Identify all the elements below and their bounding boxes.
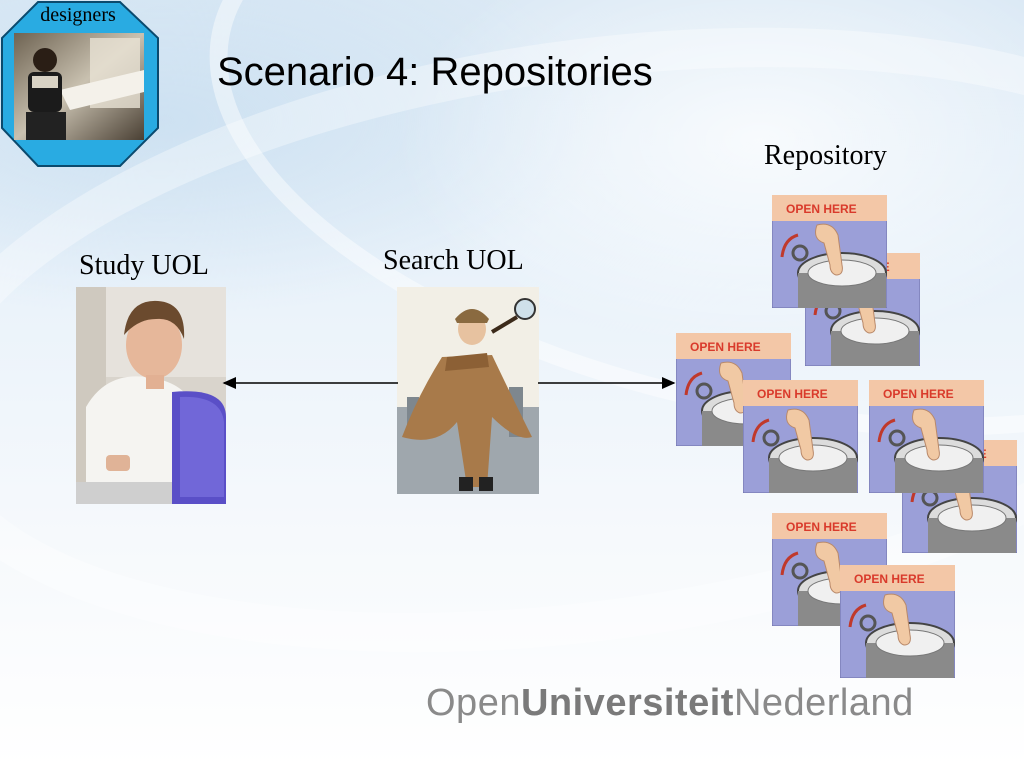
repository-label: Repository (764, 140, 887, 171)
repository-cover: OPEN HERE (840, 565, 955, 678)
student-photo (76, 287, 226, 504)
designers-badge: designers (0, 0, 160, 168)
svg-text:OPEN HERE: OPEN HERE (786, 520, 857, 534)
wordmark-nederland: Nederland (733, 682, 914, 724)
repository-cover: OPEN HERE (772, 195, 887, 308)
svg-text:OPEN HERE: OPEN HERE (690, 340, 761, 354)
wordmark-universiteit: Universiteit (520, 682, 734, 724)
svg-text:OPEN HERE: OPEN HERE (854, 572, 925, 586)
wordmark-open: Open (426, 682, 521, 724)
slide-title: Scenario 4: Repositories (217, 50, 653, 94)
octagon-frame (1, 1, 159, 167)
detective-photo (397, 287, 539, 494)
search-uol-label: Search UOL (383, 245, 524, 276)
badge-label: designers (40, 4, 116, 26)
svg-text:OPEN HERE: OPEN HERE (757, 387, 828, 401)
repository-cover: OPEN HERE (869, 380, 984, 493)
svg-text:OPEN HERE: OPEN HERE (883, 387, 954, 401)
repository-cover: OPEN HERE (743, 380, 858, 493)
study-uol-label: Study UOL (79, 250, 209, 281)
ou-wordmark: OpenUniversiteitNederland (426, 682, 914, 725)
svg-text:OPEN HERE: OPEN HERE (786, 202, 857, 216)
